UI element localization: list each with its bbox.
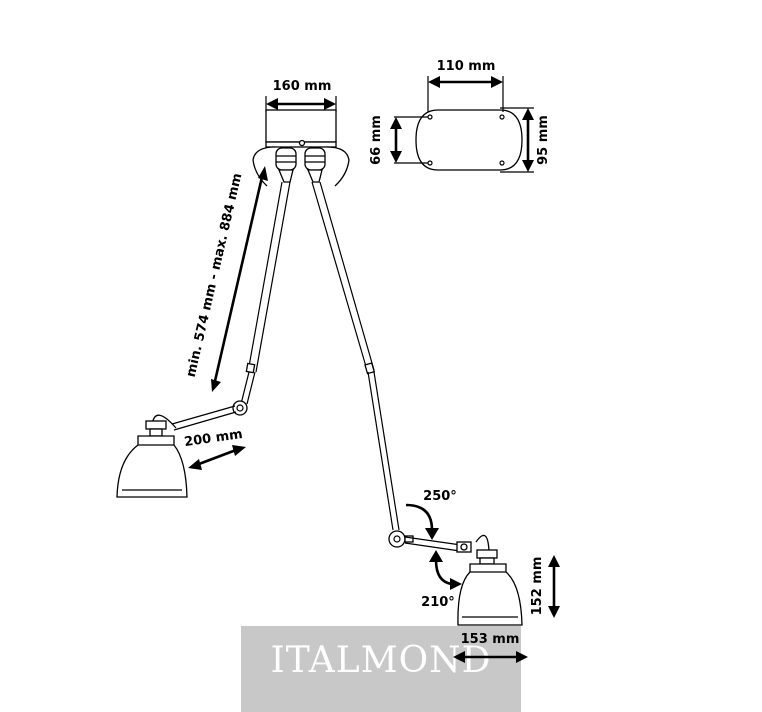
right-arm	[311, 181, 462, 552]
upper-rotation-dimension: 250°	[405, 489, 457, 540]
lower-rotation-dimension: 210°	[421, 550, 462, 610]
plate-inner-height-dimension: 66 mm	[369, 115, 402, 165]
watermark-logo: ITALMOND	[270, 640, 492, 681]
shade-height-label: 152 mm	[530, 557, 545, 616]
shade-width-label: 153 mm	[461, 632, 520, 647]
left-arm	[171, 181, 291, 431]
shade-height-dimension: 152 mm	[530, 555, 560, 618]
plate-width-dimension: 110 mm	[428, 59, 503, 88]
watermark-background	[241, 626, 521, 712]
left-lamp-shade	[116, 414, 188, 498]
shade-width-dimension: 153 mm	[453, 632, 528, 663]
plate-inner-height-label: 66 mm	[369, 115, 384, 165]
plate-width-label: 110 mm	[437, 59, 496, 74]
canopy-width-dimension: 160 mm	[265, 79, 337, 112]
upper-rotation-label: 250°	[423, 489, 457, 504]
lower-rotation-label: 210°	[421, 595, 455, 610]
mounting-plate	[394, 76, 534, 173]
canopy-width-label: 160 mm	[273, 79, 332, 94]
right-lamp-shade	[456, 534, 523, 626]
plate-outer-height-dimension: 95 mm	[522, 108, 551, 172]
plate-outer-height-label: 95 mm	[536, 115, 551, 165]
